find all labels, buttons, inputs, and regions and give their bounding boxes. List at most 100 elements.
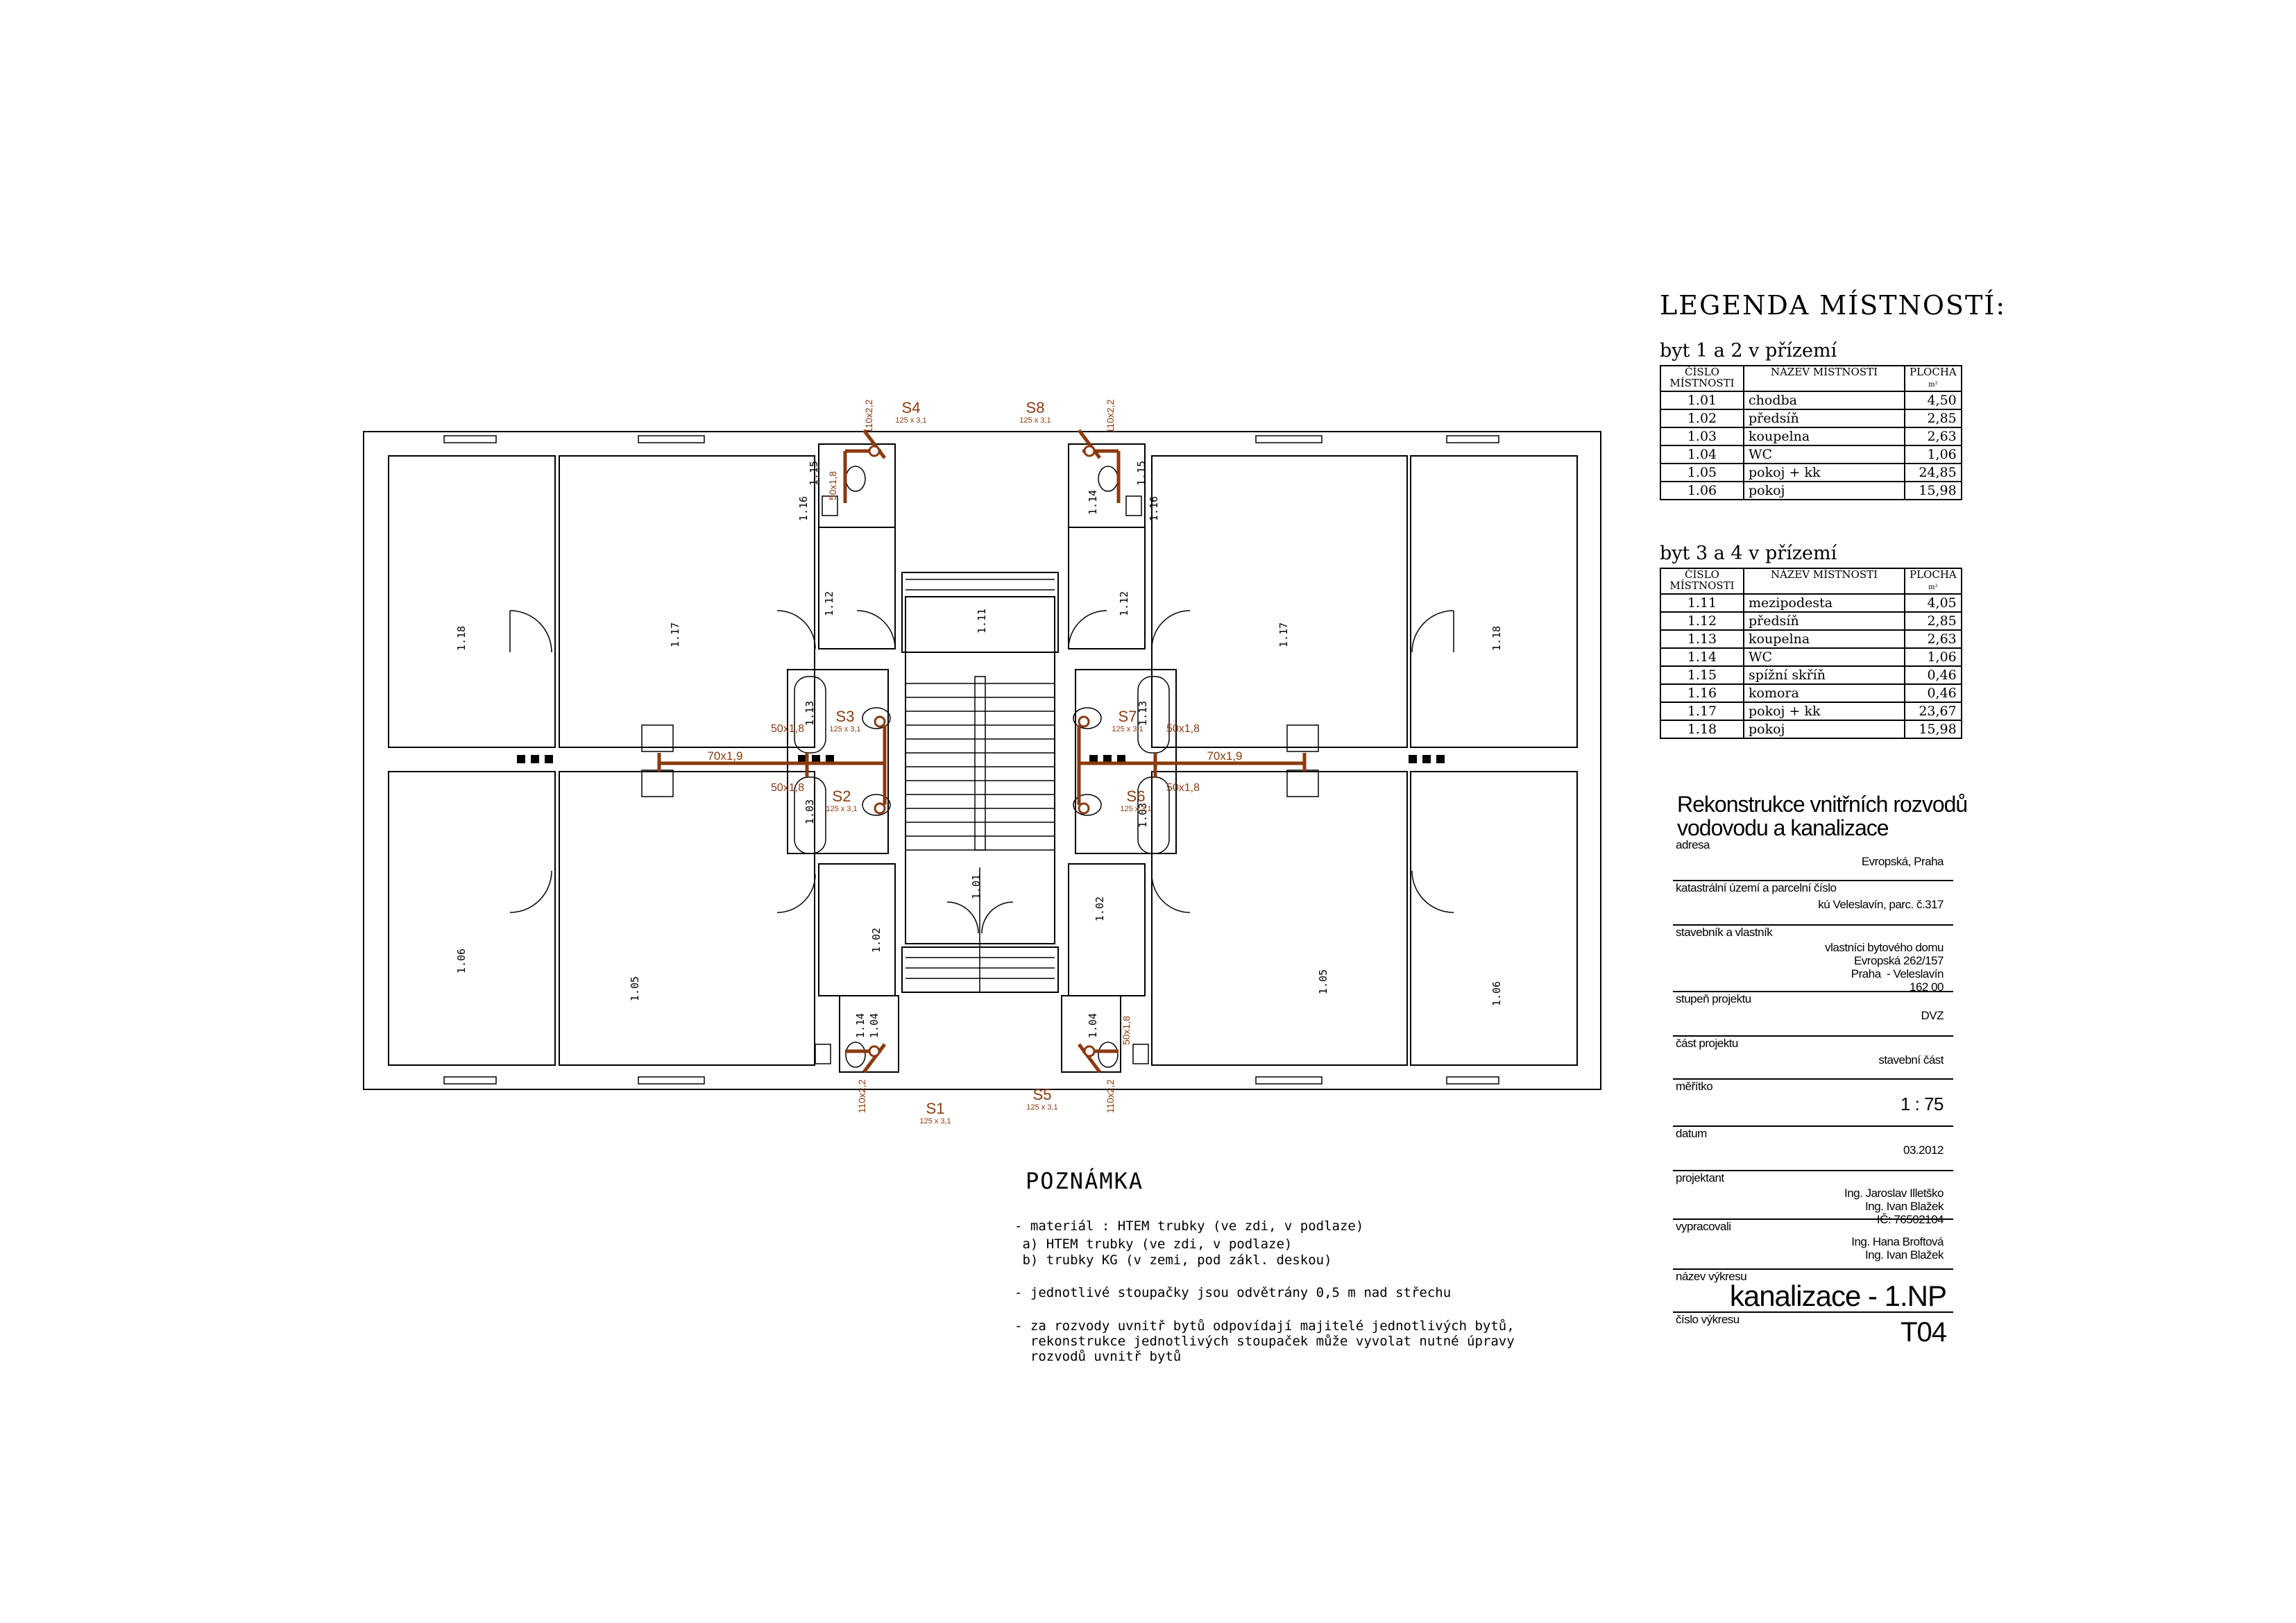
room-area: 15,98 (1904, 720, 1962, 739)
tb-label: stupeň projektu (1676, 992, 1751, 1005)
room-area: 1,06 (1904, 647, 1962, 667)
room-label: 1.04 (1087, 1013, 1099, 1038)
windows (443, 435, 1499, 1085)
room-label: 1.05 (629, 976, 641, 1001)
room-number: 1.13 (1660, 629, 1744, 649)
drawing-name: kanalizace - 1.NP (1729, 1280, 1947, 1312)
room-label: 1.05 (1317, 969, 1329, 994)
room-area: 2,63 (1904, 427, 1962, 446)
room-label: 1.04 (868, 1013, 881, 1038)
tb-value: Ing. Jaroslav Illetško Ing. Ivan Blažek … (1844, 1187, 1944, 1226)
room-label: 1.03 (1137, 803, 1149, 828)
room-label: 1.18 (1490, 626, 1503, 651)
room-label: 1.15 (1135, 461, 1148, 486)
stack-name: S8 (1026, 399, 1045, 416)
room-name: pokoj (1743, 720, 1905, 739)
project-title: Rekonstrukce vnitřních rozvodů vodovodu … (1677, 792, 1968, 840)
note-line: b) trubky KG (v zemi, pod zákl. deskou) (1014, 1252, 1332, 1268)
room-label: 1.03 (803, 799, 816, 824)
room-area: 4,50 (1904, 391, 1962, 410)
pipe-size-label: 50x1,8 (1166, 723, 1200, 735)
room-number: 1.14 (1660, 647, 1744, 667)
pipe-size-label: 70x1,9 (1207, 749, 1242, 763)
room-name: spížní skříň (1743, 665, 1905, 685)
room-name: pokoj + kk (1743, 463, 1905, 482)
tb-label: vypracovali (1676, 1220, 1731, 1233)
pipe-size-label: 50x1,8 (771, 782, 804, 794)
note-line: - za rozvody uvnitř bytů odpovídají maji… (1014, 1318, 1515, 1334)
room-number: 1.12 (1660, 611, 1744, 631)
tb-value: 03.2012 (1903, 1144, 1944, 1157)
header-number: ČÍSLO MÍSTNOSTI (1660, 365, 1744, 392)
room-label: 1.06 (455, 949, 468, 974)
room-number: 1.01 (1660, 391, 1744, 410)
tb-value: stavební část (1878, 1053, 1944, 1067)
pipe-size-label: 50x1,8 (771, 723, 804, 735)
tb-label: katastrální území a parcelní číslo (1676, 881, 1837, 894)
room-label: 1.13 (803, 701, 816, 726)
room-name: komora (1743, 683, 1905, 703)
room-name: WC (1743, 445, 1905, 464)
room-label: 1.17 (669, 622, 681, 647)
tb-label: datum (1676, 1127, 1707, 1140)
tb-label: adresa (1676, 838, 1710, 851)
tb-value: vlastníci bytového domu Evropská 262/157… (1825, 941, 1944, 994)
note-line: a) HTEM trubky (ve zdi, v podlaze) (1014, 1237, 1293, 1252)
room-area: 0,46 (1904, 665, 1962, 685)
room-name: WC (1743, 647, 1905, 667)
room-label: 1.02 (1094, 897, 1106, 921)
room-label: 1.17 (1277, 622, 1290, 647)
room-label: 1.13 (1137, 701, 1149, 726)
tb-label: část projektu (1676, 1037, 1738, 1050)
room-number: 1.02 (1660, 409, 1744, 428)
pipe-size-label: 110x2,2 (1105, 1079, 1116, 1113)
tb-label: stavebník a vlastník (1676, 926, 1773, 939)
room-label: 1.14 (1087, 490, 1099, 515)
room-label: 1.16 (797, 496, 810, 521)
room-number: 1.11 (1660, 593, 1744, 613)
stack-dimension: 125 x 3,1 (919, 1117, 951, 1125)
room-area: 23,67 (1904, 702, 1962, 721)
room-label: 1.16 (1148, 496, 1160, 521)
header-number: ČÍSLO MÍSTNOSTI (1660, 568, 1744, 595)
room-label: 1.01 (970, 874, 983, 899)
note-line: - materiál : HTEM trubky (ve zdi, v podl… (1014, 1218, 1364, 1234)
tb-row: datum 03.2012 (1673, 1127, 1953, 1171)
header-name: NÁZEV MÍSTNOSTI (1743, 365, 1905, 392)
room-number: 1.15 (1660, 665, 1744, 685)
tb-value: Evropská, Praha (1861, 855, 1944, 868)
room-area: 1,06 (1904, 445, 1962, 464)
room-area: 2,85 (1904, 611, 1962, 631)
note-line: rozvodů uvnitř bytů (1014, 1349, 1182, 1364)
ventilation-marks (517, 755, 1445, 763)
legend-title: LEGENDA MÍSTNOSTÍ: (1660, 290, 2007, 321)
room-number: 1.04 (1660, 445, 1744, 464)
room-name: pokoj + kk (1743, 702, 1905, 721)
room-name: chodba (1743, 391, 1905, 410)
pipe-size-label: 50x1,8 (827, 471, 838, 500)
building-outline (363, 431, 1601, 1090)
pipe-size-label: 50x1,8 (1121, 1016, 1132, 1045)
pipe-size-label: 70x1,9 (707, 749, 742, 763)
room-label: 1.14 (854, 1013, 867, 1038)
tb-row-drawing-name: název výkresu kanalizace - 1.NP (1673, 1270, 1953, 1313)
stack-dimension: 125 x 3,1 (1112, 725, 1143, 733)
room-label: 1.06 (1490, 981, 1503, 1006)
room-label: 1.12 (1118, 591, 1130, 616)
stack-dimension: 125 x 3,1 (895, 416, 926, 425)
drawing-number: T04 (1900, 1317, 1947, 1348)
room-label: 1.15 (808, 461, 820, 486)
stack-name: S2 (833, 788, 851, 805)
stack-dimension: 125 x 3,1 (1026, 1103, 1057, 1112)
